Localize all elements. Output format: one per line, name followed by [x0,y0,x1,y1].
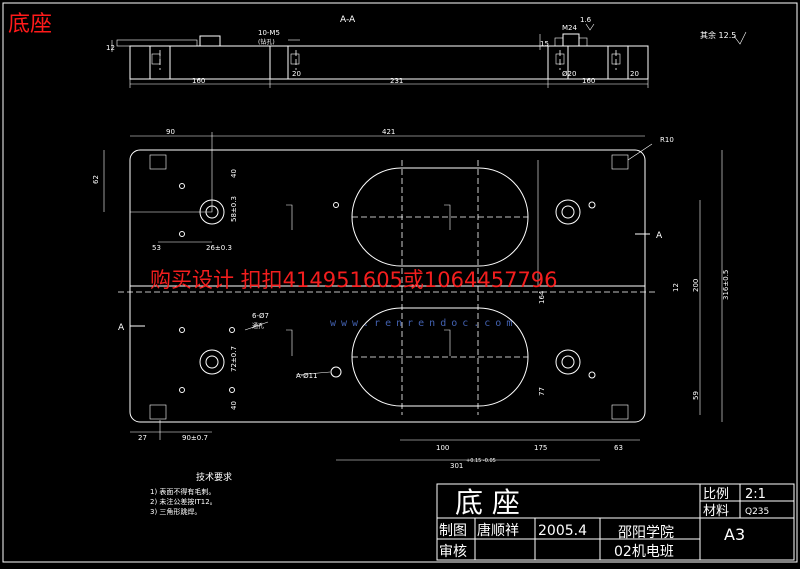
part-name: 底 座 [455,486,520,519]
dim-72: 72±0.7 [230,346,238,372]
dim-231: 231 [390,77,403,85]
watermark-site: www.renrendoc.com [330,318,518,329]
dim-175: 175 [534,444,547,452]
dim-301-tol: +0.15 -0.05 [466,458,496,464]
title-block-lines [436,483,795,561]
tech-note-2: 2) 未注公差按IT12。 [150,497,217,506]
dim-10-m5: 10-M5 [258,29,280,37]
drawn-by: 唐顺祥 [477,522,519,539]
dim-10-note: (钻孔) [258,38,275,46]
dim-20a: 20 [292,70,301,78]
dim-26: 26±0.3 [206,244,232,252]
dim-62: 62 [92,175,100,184]
dim-63: 63 [614,444,623,452]
dim-58: 58±0.3 [230,196,238,222]
dim-200: 200 [692,279,700,292]
dim-53: 53 [152,244,161,252]
material-value: Q235 [745,507,769,517]
plan-view [103,132,723,461]
dim-316: 316±0.5 [722,270,730,300]
section-marker-right: A [656,231,663,241]
class-name: 02机电班 [614,544,674,560]
drawn-label: 制图 [439,523,467,539]
sheet-size: A3 [724,525,745,544]
dim-6-note: 通孔 [252,322,264,330]
dim-40a: 40 [230,169,238,178]
dim-90: 90 [166,128,175,136]
dim-90b: 90±0.7 [182,434,208,442]
dim-15: 15 [540,40,549,48]
scale-value: 2:1 [745,487,766,502]
school-name: 邵阳学院 [618,525,674,541]
dim-12b: 12 [672,283,680,292]
dim-20b: 20 [630,70,639,78]
dim-12: 12 [106,44,115,52]
dim-100: 100 [436,444,449,452]
dim-27: 27 [138,434,147,442]
scale-label: 比例 [703,487,729,502]
dim-421: 421 [382,128,395,136]
dim-d20: Ø20 [562,70,576,78]
tech-notes-title: 技术要求 [196,471,232,483]
dim-r10: R10 [660,136,674,144]
dim-301: 301 [450,462,463,470]
material-label: 材料 [703,504,729,519]
checked-label: 审核 [439,544,467,560]
dim-a-holes: A-Ø11 [296,372,318,380]
tech-note-1: 1) 表面不得有毛刺。 [150,487,215,496]
drawn-date: 2005.4 [538,523,587,539]
dim-160a: 160 [192,77,205,85]
dim-59: 59 [692,391,700,400]
dim-160b: 160 [582,77,595,85]
watermark-text: 购买设计 扣扣414951605或1064457796 [150,268,558,292]
tech-note-3: 3) 三角形跳焊。 [150,507,201,516]
dim-77: 77 [538,387,546,396]
dim-6-holes: 6-Ø7 [252,312,269,320]
dim-m24: M24 [562,24,577,32]
dim-40b: 40 [230,401,238,410]
section-view [111,23,747,88]
roughness-top: 1.6 [580,16,592,24]
section-marker-left: A [118,323,125,333]
dim-164: 164 [538,290,546,304]
corner-title: 底座 [8,12,53,37]
roughness-note: 其余 12.5 [700,30,736,40]
section-label: A-A [340,15,356,25]
